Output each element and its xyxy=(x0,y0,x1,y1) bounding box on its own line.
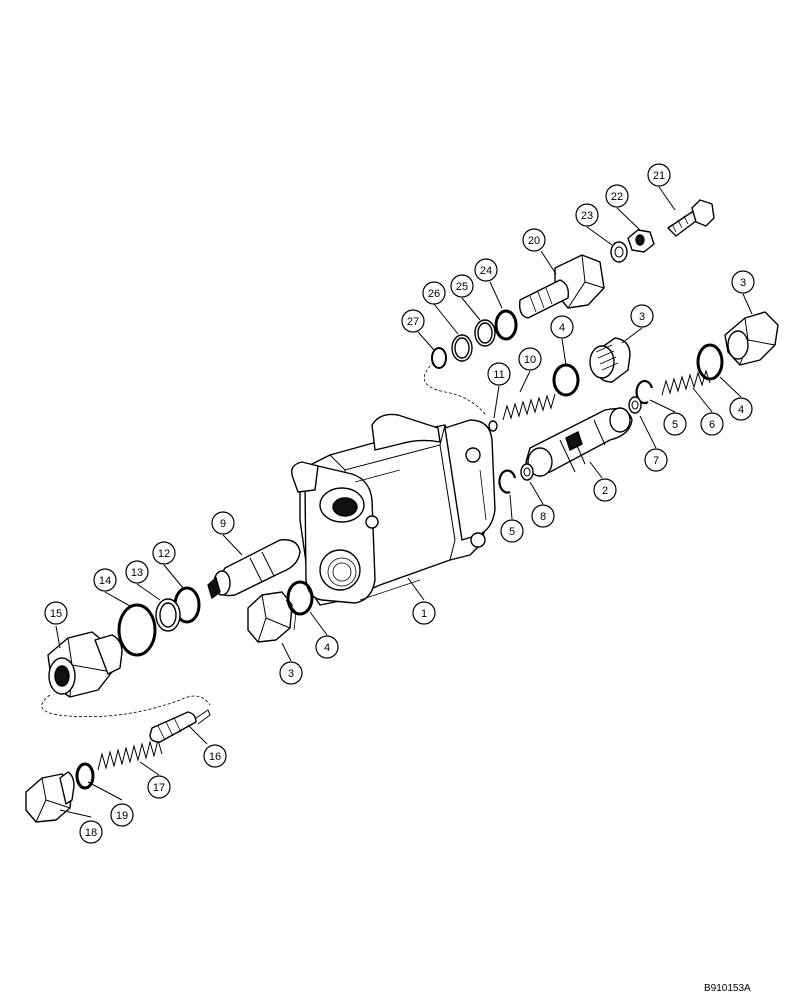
callout-circle xyxy=(487,362,511,386)
callout-circle xyxy=(605,184,629,208)
callout-label: 4 xyxy=(559,322,565,334)
spring-part xyxy=(97,369,711,771)
callout-label: 11 xyxy=(493,369,504,381)
callout-circle xyxy=(203,744,227,768)
plug-part xyxy=(724,311,779,366)
callout-circle xyxy=(450,274,474,298)
lock-nut-part xyxy=(627,229,655,253)
adjusting-screw-part xyxy=(667,199,715,237)
callout-circle xyxy=(315,635,339,659)
callout-circle xyxy=(522,228,546,252)
callout-circle xyxy=(593,478,617,502)
valve-body-part xyxy=(290,413,496,606)
callout-label: 17 xyxy=(153,782,165,794)
callout-label: 5 xyxy=(672,419,678,431)
plug-part xyxy=(25,771,75,823)
poppet-part xyxy=(149,709,211,743)
callout-label: 16 xyxy=(209,751,221,763)
callout-label: 2 xyxy=(602,485,608,497)
callout-circle xyxy=(211,511,235,535)
callout-label: 20 xyxy=(528,235,540,247)
callout-label: 13 xyxy=(131,567,143,579)
assembly-path-lines xyxy=(41,361,487,718)
callout-circle xyxy=(474,258,498,282)
callout-circle xyxy=(79,820,103,844)
callout-circle xyxy=(647,163,671,187)
adjuster-part xyxy=(518,254,605,319)
relief-valve-part xyxy=(47,631,123,698)
callout-circle xyxy=(147,775,171,799)
callout-label: 26 xyxy=(428,288,440,300)
callout-circle xyxy=(412,601,436,625)
callout-label: 22 xyxy=(611,191,623,203)
leader-lines xyxy=(55,186,753,818)
o-ring-part xyxy=(75,309,724,790)
callout-label: 12 xyxy=(158,548,170,560)
callout-circle xyxy=(550,315,574,339)
plug-part xyxy=(589,337,631,383)
callout-circle xyxy=(500,519,524,543)
callout-circle xyxy=(93,568,117,592)
callout-label: 18 xyxy=(85,827,97,839)
callout-label: 3 xyxy=(740,277,746,289)
callout-circle xyxy=(279,661,303,685)
callout-label: 14 xyxy=(99,575,111,587)
callout-circle xyxy=(401,309,425,333)
callout-circle xyxy=(644,448,668,472)
callout-circle xyxy=(125,560,149,584)
callout-label: 7 xyxy=(653,455,659,467)
callout-label: 10 xyxy=(524,354,536,366)
washer-part xyxy=(488,396,642,481)
valve-cartridge-part xyxy=(207,539,301,600)
callout-circle xyxy=(729,397,753,421)
callout-label: 6 xyxy=(709,419,715,431)
callout-circle xyxy=(731,270,755,294)
figure-code: B910153A xyxy=(704,983,751,994)
callout-label: 8 xyxy=(540,511,546,523)
callout-circle xyxy=(44,601,68,625)
backup-ring-part xyxy=(155,319,496,632)
callout-label: 4 xyxy=(324,642,330,654)
callout-label: 27 xyxy=(407,316,419,328)
callout-label: 9 xyxy=(220,518,226,530)
callout-circle xyxy=(630,304,654,328)
callout-circle xyxy=(575,203,599,227)
callout-circle xyxy=(152,541,176,565)
snap-ring-part xyxy=(498,379,654,494)
callout-label: 24 xyxy=(480,265,492,277)
callout-label: 1 xyxy=(421,608,427,620)
callout-label: 21 xyxy=(653,170,665,182)
callout-label: 3 xyxy=(288,668,294,680)
callout-label: 3 xyxy=(639,311,645,323)
callout-label: 25 xyxy=(456,281,468,293)
callout-circle xyxy=(531,504,555,528)
callout-label: 19 xyxy=(116,810,128,822)
callout-circle xyxy=(518,347,542,371)
callout-label: 5 xyxy=(509,526,515,538)
callout-label: 4 xyxy=(738,404,744,416)
callout-circle xyxy=(110,803,134,827)
callout-circle xyxy=(422,281,446,305)
callout-circle xyxy=(663,412,687,436)
callout-label: 15 xyxy=(50,608,62,620)
washer-part xyxy=(610,241,628,263)
callout-label: 23 xyxy=(581,210,593,222)
spool-part xyxy=(525,407,633,477)
callout-circle xyxy=(700,412,724,436)
